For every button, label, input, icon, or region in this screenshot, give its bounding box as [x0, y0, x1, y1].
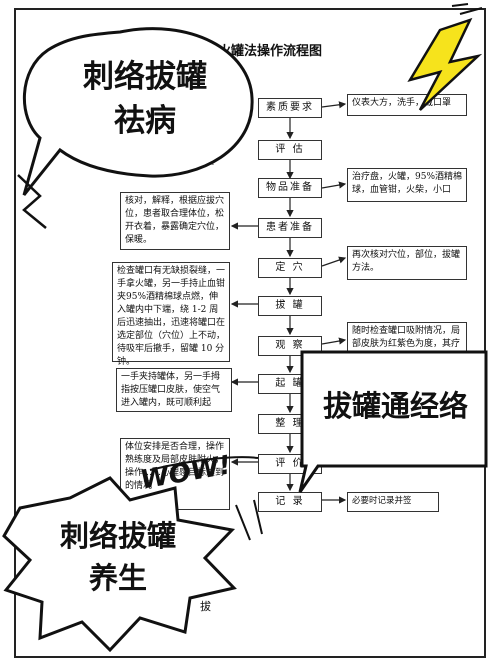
step-box: 记 录: [258, 492, 322, 512]
note-box-right: 仪表大方，洗手，戴口罩: [347, 94, 467, 116]
bubble-mid-title: 拔罐通经络: [322, 389, 468, 423]
arrow-right: [321, 337, 347, 345]
step-box: 患者准备: [258, 218, 322, 238]
step-box: 素质要求: [258, 98, 322, 118]
step-box: 定 穴: [258, 258, 322, 278]
arrow-right: [321, 256, 347, 267]
bubble-top-line1: 刺络拔罐: [83, 59, 207, 95]
flowchart-title: 拔火罐法操作流程图: [205, 44, 323, 59]
lightning-icon: [407, 17, 483, 111]
speech-box-mid: [298, 350, 488, 493]
speech-bubble-top: [22, 27, 254, 196]
scribble-line: [149, 456, 259, 471]
note-box-left: 核对，解释，根据应拔穴位，患者取合理体位，松开衣着，暴露确定穴位，保暖。: [120, 192, 230, 250]
step-box: 物品准备: [258, 178, 322, 198]
note-box-right: 再次核对穴位，部位，拔罐方法。: [347, 246, 467, 280]
step-box: 评 估: [258, 140, 322, 160]
note-box-right: 随时检查罐口吸附情况，局部皮肤为红紫色为度，其疗效是: [347, 322, 467, 356]
burst-bubble-bottom: [2, 476, 237, 653]
bubble-top-line2: 祛病: [114, 103, 176, 139]
step-box: 拔 罐: [258, 296, 322, 316]
page-frame: [14, 8, 486, 658]
note-box-right: 治疗盘，火罐，95%酒精棉球，血管钳，火柴，小口: [347, 168, 467, 202]
bottom-fragment: 拔: [200, 600, 211, 613]
spark-icon: [235, 499, 263, 541]
note-box-left: 一手夹持罐体，另一手拇指按压罐口皮肤，使空气进入罐内，既可顺利起: [116, 368, 232, 412]
bubble-top-title: 刺络拔罐 祛病: [60, 55, 230, 143]
note-box-left: 检查罐口有无缺损裂缝，一手拿火罐，另一手持止血钳夹95%酒精棉球点燃，伸入罐内中…: [112, 262, 230, 367]
note-box-right: 必要时记录并签: [347, 492, 439, 512]
arrow-right: [321, 101, 347, 109]
bubble-bottom-line2: 养生: [88, 561, 147, 595]
zigzag-icon: [17, 174, 47, 229]
bubble-bottom-line1: 刺络拔罐: [59, 519, 176, 553]
spark-icon: [451, 3, 483, 15]
bubble-bottom-title: 刺络拔罐 养生: [28, 515, 208, 599]
arrow-right: [321, 181, 347, 189]
